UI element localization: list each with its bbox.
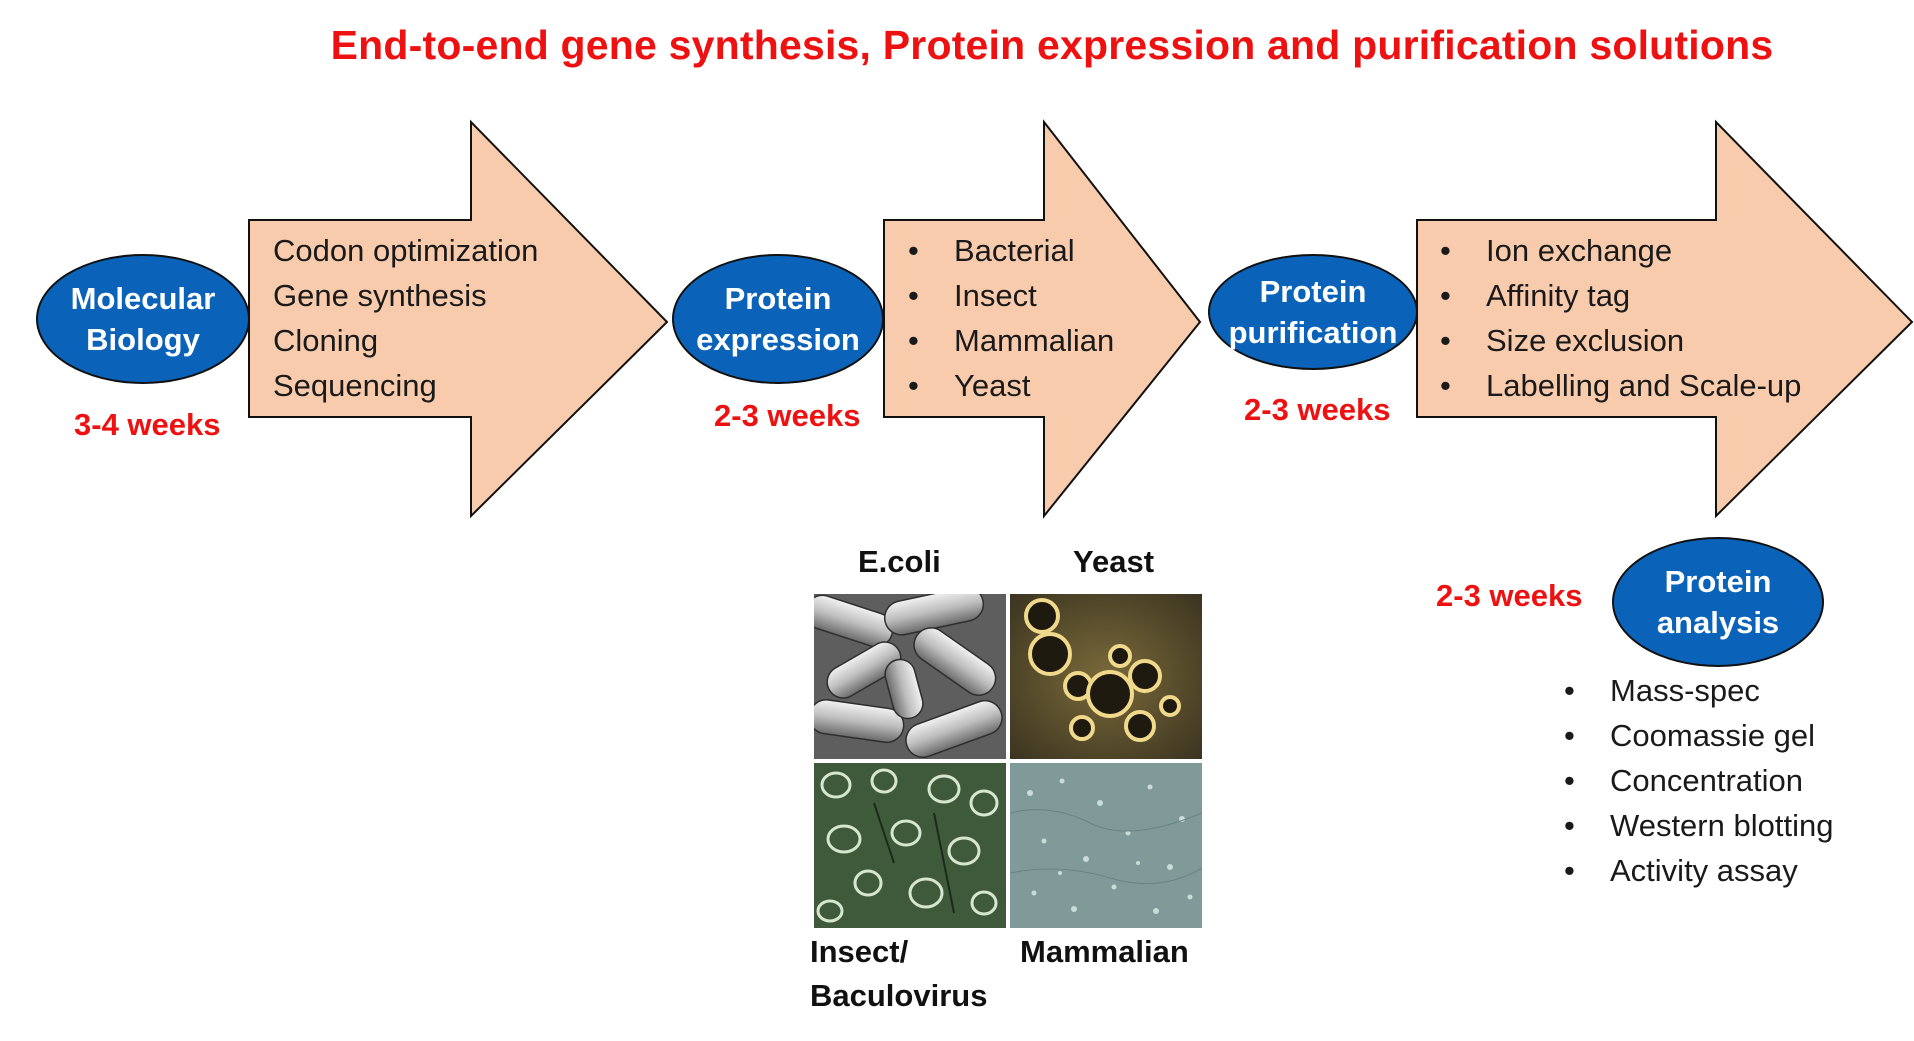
list-item: Sequencing (273, 368, 437, 403)
list-item-text: Yeast (954, 368, 1031, 403)
list-item-text: Activity assay (1610, 853, 1798, 888)
list-item: Codon optimization (273, 233, 539, 268)
stage-label-line: Molecular (70, 281, 216, 316)
list-item-text: Bacterial (954, 233, 1075, 268)
stage-label-line: purification (1228, 315, 1398, 350)
list-item-text: Mammalian (954, 323, 1115, 358)
list-item-text: Western blotting (1610, 808, 1834, 843)
analysis-methods: Mass-spec Coomassie gel Concentration We… (1564, 668, 1833, 893)
label-line: Insect/ (810, 934, 909, 969)
list-item-text: Coomassie gel (1610, 718, 1816, 753)
list-item: Western blotting (1564, 803, 1833, 848)
list-item-text: Concentration (1610, 763, 1804, 798)
label-line: Baculovirus (810, 978, 988, 1013)
label-ecoli: E.coli (858, 544, 941, 579)
list-item: Gene synthesis (273, 278, 487, 313)
list-item-text: Insect (954, 278, 1037, 313)
stage-protein-expression: Protein expression (672, 254, 884, 384)
list-item: Size exclusion (1440, 318, 1801, 363)
stage-label-line: Protein (1664, 564, 1772, 599)
label-yeast: Yeast (1073, 544, 1155, 579)
list-item: Cloning (273, 323, 379, 358)
label-mammalian: Mammalian (1020, 934, 1189, 969)
stage-label-line: Protein (1259, 274, 1367, 309)
stage-protein-analysis: Protein analysis (1612, 537, 1824, 667)
list-item: Insect (908, 273, 1114, 318)
list-item-text: Mass-spec (1610, 673, 1760, 708)
stage-label-line: expression (696, 322, 860, 357)
list-item: Yeast (908, 363, 1114, 408)
duration-protein-purification: 2-3 weeks (1244, 392, 1391, 427)
list-item: Affinity tag (1440, 273, 1801, 318)
list-item: Activity assay (1564, 848, 1833, 893)
stage-label-line: Biology (86, 322, 200, 357)
arrow-molecular-biology (248, 119, 669, 519)
list-item: Coomassie gel (1564, 713, 1833, 758)
list-item-text: Size exclusion (1486, 323, 1685, 358)
stage-label-line: analysis (1656, 605, 1780, 640)
stage-label-line: Protein (724, 281, 832, 316)
list-item: Labelling and Scale-up (1440, 363, 1801, 408)
label-insect-baculovirus: Insect/ Baculovirus (810, 930, 987, 1018)
molecular-biology-steps: Codon optimization Gene synthesis Clonin… (273, 228, 538, 408)
duration-protein-expression: 2-3 weeks (714, 398, 861, 433)
list-item-text: Ion exchange (1486, 233, 1673, 268)
insect-micrograph (814, 763, 1006, 928)
list-item: Ion exchange (1440, 228, 1801, 273)
list-item-text: Affinity tag (1486, 278, 1631, 313)
list-item: Mammalian (908, 318, 1114, 363)
purification-methods: Ion exchange Affinity tag Size exclusion… (1440, 228, 1801, 408)
ecoli-micrograph (814, 594, 1006, 759)
stage-protein-purification: Protein purification (1208, 254, 1418, 370)
diagram-title: End-to-end gene synthesis, Protein expre… (330, 22, 1774, 68)
yeast-micrograph (1010, 594, 1202, 759)
list-item: Mass-spec (1564, 668, 1833, 713)
list-item: Bacterial (908, 228, 1114, 273)
duration-protein-analysis: 2-3 weeks (1436, 578, 1583, 613)
duration-molecular-biology: 3-4 weeks (74, 407, 221, 442)
expression-systems: Bacterial Insect Mammalian Yeast (908, 228, 1114, 408)
mammalian-micrograph (1010, 763, 1202, 928)
list-item: Concentration (1564, 758, 1833, 803)
list-item-text: Labelling and Scale-up (1486, 368, 1802, 403)
